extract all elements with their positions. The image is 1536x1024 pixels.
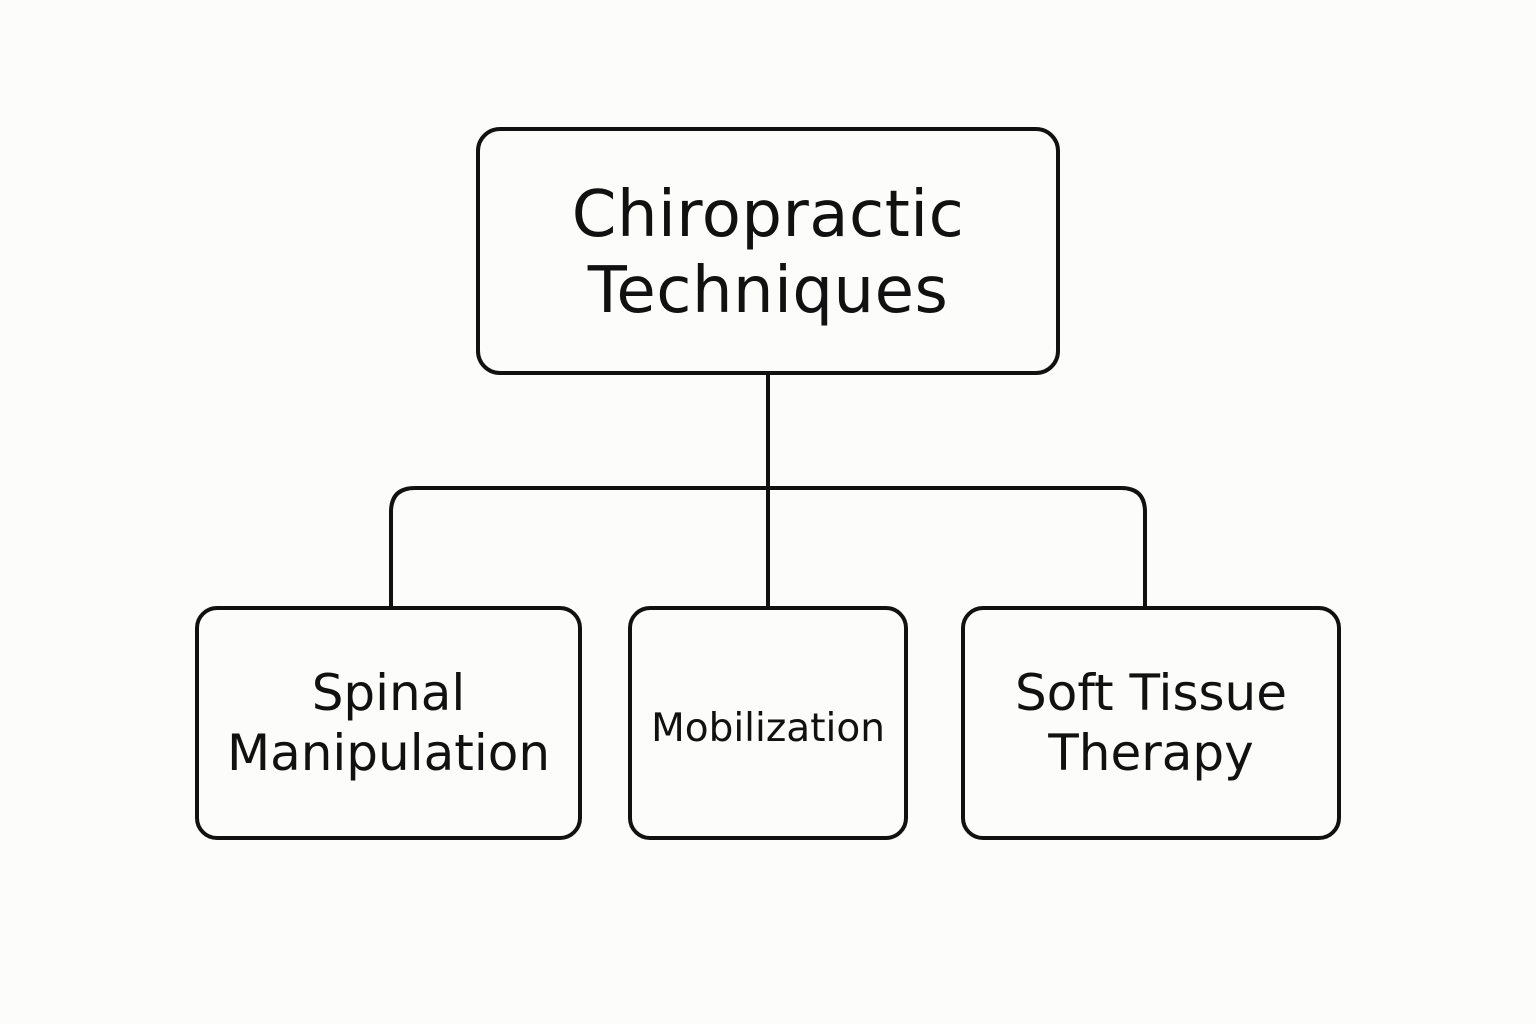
child-node-soft-tissue-therapy: Soft Tissue Therapy <box>961 606 1341 840</box>
child-node-label: Spinal Manipulation <box>226 664 551 782</box>
child-node-mobilization: Mobilization <box>628 606 908 840</box>
child-node-label: Mobilization <box>651 706 885 751</box>
child-node-label: Soft Tissue Therapy <box>1015 664 1287 782</box>
child-node-spinal-manipulation: Spinal Manipulation <box>195 606 582 840</box>
connector-branch-left <box>389 486 770 608</box>
root-node-label: Chiropractic Techniques <box>571 178 965 328</box>
root-node: Chiropractic Techniques <box>476 127 1060 375</box>
connector-branch-right <box>766 486 1147 608</box>
